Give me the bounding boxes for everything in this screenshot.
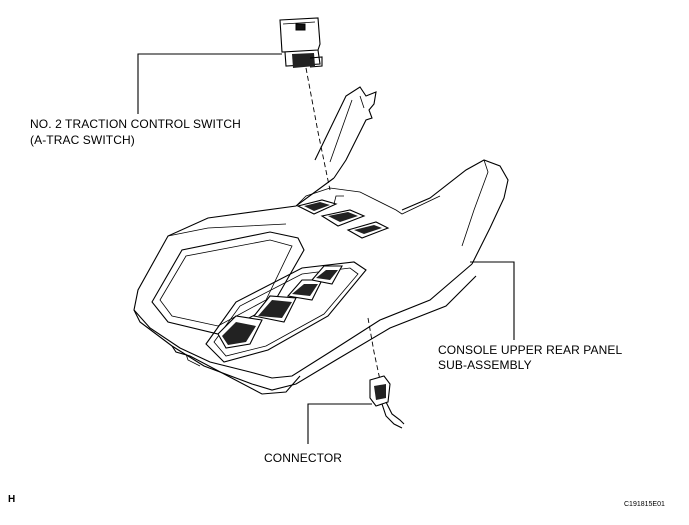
switch-label-line1: NO. 2 TRACTION CONTROL SWITCH (30, 117, 241, 131)
switch-alignment-line (305, 67, 331, 191)
connector-leader-line (307, 403, 372, 444)
figure-code: C191815E01 (624, 501, 665, 508)
console-panel-part (133, 86, 509, 395)
console-label-line1: CONSOLE UPPER REAR PANEL (438, 343, 623, 357)
connector-label: CONNECTOR (264, 451, 343, 465)
traction-control-switch-part (279, 17, 323, 68)
switch-label-line2: (A-TRAC SWITCH) (30, 133, 135, 147)
connector-part (369, 375, 405, 429)
switch-leader-line (137, 53, 282, 114)
console-label-line2: SUB-ASSEMBLY (438, 358, 532, 372)
console-leader-line (470, 261, 515, 340)
connector-alignment-line (367, 317, 381, 381)
corner-letter: H (8, 494, 16, 505)
